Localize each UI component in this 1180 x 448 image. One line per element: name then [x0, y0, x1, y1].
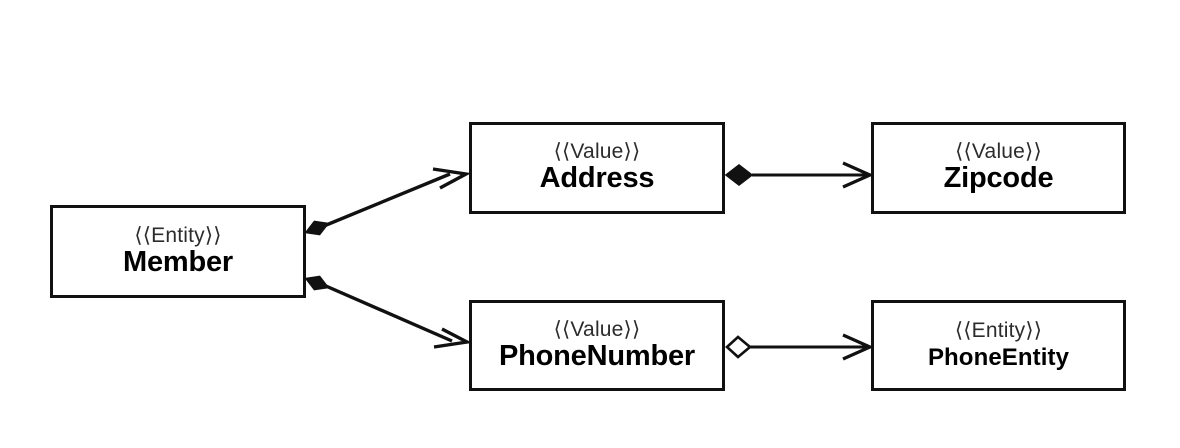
filled-diamond-icon	[304, 275, 330, 291]
uml-node-zipcode[interactable]: ⟨⟨Value⟩⟩ Zipcode	[871, 122, 1126, 214]
stereotype-label: ⟨⟨Value⟩⟩	[553, 317, 641, 341]
node-name-label: Address	[539, 162, 655, 195]
filled-diamond-icon	[724, 163, 754, 187]
stereotype-label: ⟨⟨Entity⟩⟩	[134, 223, 222, 247]
stereotype-label: ⟨⟨Value⟩⟩	[553, 140, 641, 164]
edge-address-zipcode	[724, 161, 874, 189]
uml-node-phoneentity[interactable]: ⟨⟨Entity⟩⟩ PhoneEntity	[871, 300, 1126, 391]
stereotype-label: ⟨⟨Entity⟩⟩	[954, 318, 1043, 342]
uml-node-member[interactable]: ⟨⟨Entity⟩⟩ Member	[50, 205, 306, 298]
uml-node-phonenumber[interactable]: ⟨⟨Value⟩⟩ PhoneNumber	[469, 300, 725, 391]
filled-diamond-icon	[304, 220, 330, 236]
open-arrow-icon	[842, 333, 874, 361]
hollow-diamond-icon	[725, 335, 753, 359]
open-arrow-icon	[433, 327, 473, 349]
edge-phonenumber-phoneentity	[725, 333, 874, 361]
open-arrow-icon	[432, 167, 472, 190]
uml-node-address[interactable]: ⟨⟨Value⟩⟩ Address	[469, 122, 725, 214]
edge-member-address	[304, 167, 472, 236]
stereotype-label: ⟨⟨Value⟩⟩	[955, 140, 1042, 164]
node-name-label: Member	[123, 245, 233, 278]
edge-line	[318, 172, 451, 230]
open-arrow-icon	[842, 161, 874, 189]
node-name-label: Zipcode	[943, 162, 1054, 195]
node-name-label: PhoneNumber	[499, 339, 695, 372]
edge-member-phonenumber	[304, 275, 473, 349]
edge-line	[318, 281, 453, 343]
node-name-label: PhoneEntity	[927, 343, 1070, 371]
